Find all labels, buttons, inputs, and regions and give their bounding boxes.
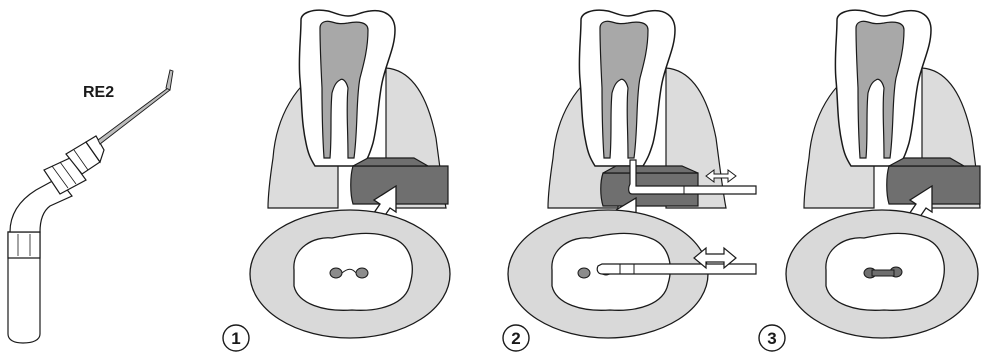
- tooth-icon: [299, 10, 395, 166]
- step-number: 2: [511, 329, 520, 348]
- tooth-icon: [579, 10, 675, 166]
- step-1-badge: 1: [223, 325, 249, 351]
- tooth-icon: [835, 10, 931, 166]
- step-number: 1: [231, 329, 240, 348]
- step-3-panel: 3: [759, 10, 980, 351]
- step-number: 3: [767, 329, 776, 348]
- ultrasonic-handpiece-icon: [8, 70, 173, 343]
- cross-section-oval: [786, 210, 978, 338]
- cross-section-oval: [250, 210, 450, 338]
- tip-model-label: RE2: [83, 84, 114, 101]
- step-3-badge: 3: [759, 325, 785, 351]
- step-2-badge: 2: [503, 325, 529, 351]
- step-1-panel: 1: [223, 10, 450, 351]
- step-2-panel: 2: [503, 10, 756, 351]
- ultrasonic-tip-in-section: [597, 264, 756, 274]
